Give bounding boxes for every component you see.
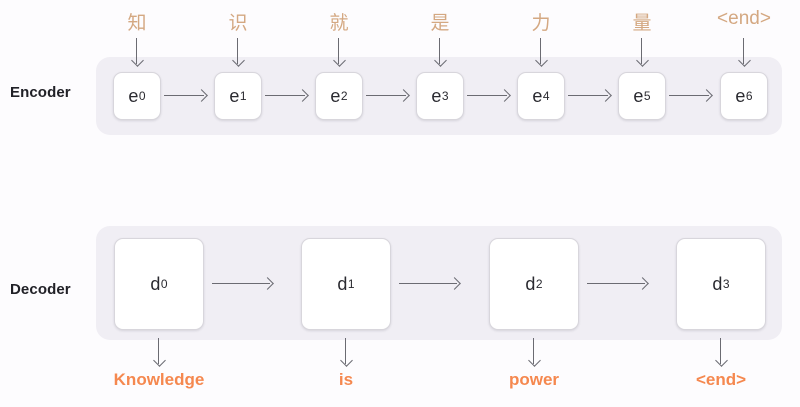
encoder-input-arrow: [635, 38, 649, 68]
encoder-cell-index: 4: [542, 89, 550, 103]
decoder-output-arrow: [152, 338, 166, 368]
encoder-input-token: 是: [430, 13, 450, 34]
encoder-input-token: <end>: [717, 8, 771, 29]
decoder-chain-arrow: [587, 277, 649, 291]
encoder-cell-label: e: [128, 85, 139, 106]
decoder-cell-label: d: [337, 273, 348, 294]
encoder-input-token: 量: [632, 13, 652, 34]
decoder-cell-index: 0: [160, 277, 168, 291]
decoder-cell-label: d: [712, 273, 723, 294]
encoder-input-token: 识: [228, 13, 248, 34]
decoder-cell-index: 1: [347, 277, 355, 291]
encoder-cell-index: 0: [138, 89, 146, 103]
encoder-chain-arrow: [467, 89, 511, 103]
encoder-cell-index: 3: [441, 89, 449, 103]
encoder-cell-index: 2: [340, 89, 348, 103]
decoder-output-word: Knowledge: [113, 370, 205, 389]
encoder-row-label: Encoder: [10, 84, 71, 101]
encoder-cell-label: e: [735, 85, 746, 106]
encoder-input-arrow: [231, 38, 245, 68]
encoder-chain-arrow: [568, 89, 612, 103]
encoder-input-token: 知: [127, 13, 147, 34]
encoder-cell-label: e: [229, 85, 240, 106]
decoder-row-label: Decoder: [10, 281, 71, 298]
encoder-input-token: 就: [329, 13, 349, 34]
encoder-chain-arrow: [164, 89, 208, 103]
encoder-cell-index: 1: [239, 89, 247, 103]
encoder-cell-index: 5: [643, 89, 651, 103]
encoder-cell-label: e: [330, 85, 341, 106]
encoder-input-arrow: [433, 38, 447, 68]
decoder-output-arrow: [714, 338, 728, 368]
decoder-output-arrow: [527, 338, 541, 368]
encoder-input-arrow: [534, 38, 548, 68]
decoder-output-arrow: [339, 338, 353, 368]
encoder-cell-label: e: [532, 85, 543, 106]
encoder-input-arrow: [332, 38, 346, 68]
decoder-cell-index: 3: [722, 277, 730, 291]
decoder-cell-index: 2: [535, 277, 543, 291]
encoder-input-token: 力: [531, 13, 551, 34]
encoder-input-arrow: [737, 38, 751, 68]
decoder-cell-label: d: [525, 273, 536, 294]
encoder-chain-arrow: [265, 89, 309, 103]
encoder-input-arrow: [130, 38, 144, 68]
encoder-cell-label: e: [431, 85, 442, 106]
decoder-output-word: <end>: [695, 370, 747, 389]
encoder-chain-arrow: [669, 89, 713, 103]
decoder-cell-label: d: [150, 273, 161, 294]
encoder-chain-arrow: [366, 89, 410, 103]
encoder-cell-index: 6: [745, 89, 753, 103]
decoder-output-word: power: [508, 370, 560, 389]
encoder-cell-label: e: [633, 85, 644, 106]
decoder-chain-arrow: [399, 277, 461, 291]
decoder-output-word: is: [338, 370, 354, 389]
decoder-chain-arrow: [212, 277, 274, 291]
